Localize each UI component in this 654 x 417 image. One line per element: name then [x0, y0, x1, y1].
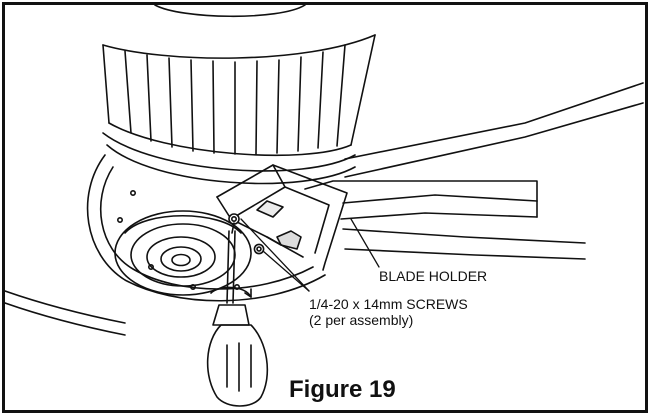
screwdriver — [206, 222, 269, 407]
center-hub — [114, 210, 252, 296]
figure-title: Figure 19 — [289, 376, 396, 403]
motor-housing — [102, 5, 376, 185]
blade-holder-bracket — [216, 164, 348, 271]
figure-frame: BLADE HOLDER 1/4-20 x 14mm SCREWS (2 per… — [2, 2, 648, 413]
screws-label: 1/4-20 x 14mm SCREWS — [309, 296, 468, 312]
screws-sublabel: (2 per assembly) — [309, 312, 413, 328]
blade-holder-label: BLADE HOLDER — [379, 268, 487, 284]
fan-illustration: BLADE HOLDER 1/4-20 x 14mm SCREWS (2 per… — [5, 5, 644, 407]
mounting-plate — [5, 154, 326, 336]
fan-blades — [304, 82, 644, 260]
leader-lines — [240, 218, 380, 292]
